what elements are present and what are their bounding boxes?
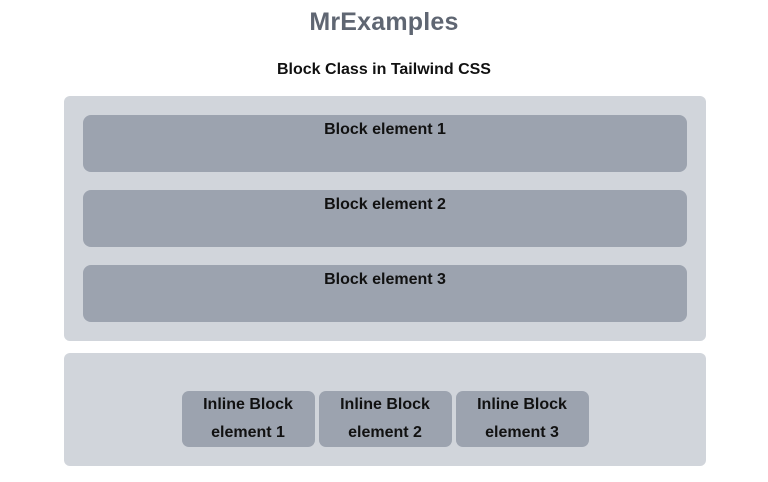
inline-block-element-2-line1: Inline Block xyxy=(340,396,430,413)
block-element-1: Block element 1 xyxy=(83,115,687,172)
page-subtitle: Block Class in Tailwind CSS xyxy=(277,61,491,78)
block-elements-container: Block element 1 Block element 2 Block el… xyxy=(64,96,706,341)
block-element-3: Block element 3 xyxy=(83,265,687,322)
inline-block-element-1: Inline Block element 1 xyxy=(181,391,315,447)
site-title: MrExamples xyxy=(309,8,459,36)
inline-block-element-1-line2: element 1 xyxy=(211,424,285,441)
inline-block-element-2-line2: element 2 xyxy=(348,424,422,441)
inline-block-element-3-line2: element 3 xyxy=(485,424,559,441)
inline-block-elements-container: Inline Block element 1 Inline Block elem… xyxy=(64,353,706,466)
block-element-2: Block element 2 xyxy=(83,190,687,247)
inline-block-element-2: Inline Block element 2 xyxy=(318,391,452,447)
inline-block-element-1-line1: Inline Block xyxy=(203,396,293,413)
inline-block-row: Inline Block element 1 Inline Block elem… xyxy=(64,391,706,447)
inline-block-element-3-line1: Inline Block xyxy=(477,396,567,413)
inline-block-element-3: Inline Block element 3 xyxy=(455,391,589,447)
